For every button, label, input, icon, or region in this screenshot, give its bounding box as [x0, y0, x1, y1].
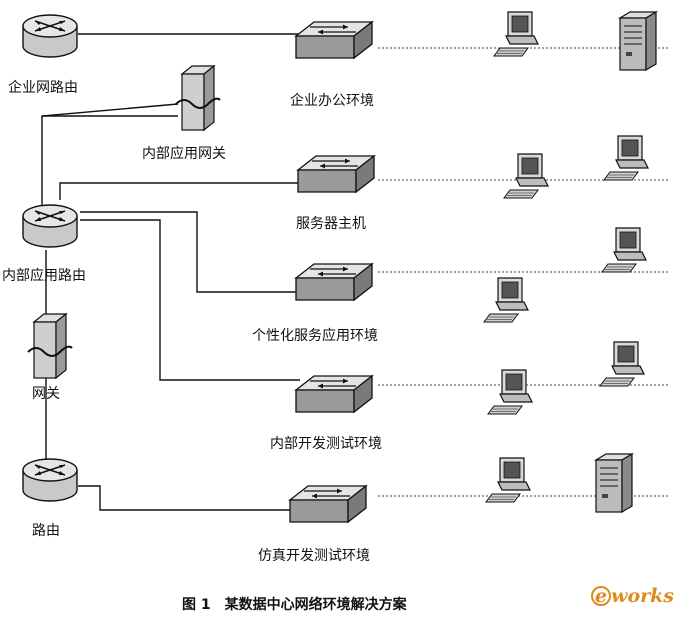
label-server-host: 服务器主机	[296, 216, 366, 232]
internal-app-router-icon	[22, 204, 78, 248]
personalized-computer-icon-1	[483, 277, 529, 323]
server-host-computer-icon-1	[503, 153, 549, 199]
watermark-rest: works	[611, 585, 674, 607]
internal-app-gateway-icon	[175, 65, 221, 131]
internal-dev-computer-icon-2	[599, 341, 645, 387]
label-internal-dev-test-env: 内部开发测试环境	[270, 436, 382, 452]
router-icon	[22, 458, 78, 502]
label-gateway: 网关	[32, 386, 60, 402]
office-tower-server-icon	[619, 11, 657, 71]
connection-lines	[41, 33, 300, 511]
label-personalized-env: 个性化服务应用环境	[252, 327, 378, 344]
label-simulation-dev-test-env: 仿真开发测试环境	[258, 548, 370, 564]
label-enterprise-router: 企业网路由	[8, 79, 78, 96]
internal-dev-computer-icon-1	[487, 369, 533, 415]
label-internal-app-gateway: 内部应用网关	[142, 145, 226, 162]
office-switch-icon	[295, 21, 373, 59]
figure-caption: 图 1 某数据中心网络环境解决方案	[182, 596, 408, 613]
personalized-computer-icon-2	[601, 227, 647, 273]
label-internal-app-router: 内部应用路由	[2, 267, 86, 284]
watermark-prefix: e	[595, 585, 607, 607]
gateway-server-icon	[27, 313, 73, 379]
personalized-switch-icon	[295, 263, 373, 301]
internal-dev-switch-icon	[295, 375, 373, 413]
label-router: 路由	[32, 523, 60, 539]
office-computer-icon	[493, 11, 539, 57]
simulation-tower-server-icon	[595, 453, 633, 513]
simulation-computer-icon	[485, 457, 531, 503]
server-host-switch-icon	[297, 155, 375, 193]
enterprise-router-icon	[22, 14, 78, 58]
server-host-computer-icon-2	[603, 135, 649, 181]
label-office-env: 企业办公环境	[290, 92, 374, 109]
simulation-switch-icon	[289, 485, 367, 523]
